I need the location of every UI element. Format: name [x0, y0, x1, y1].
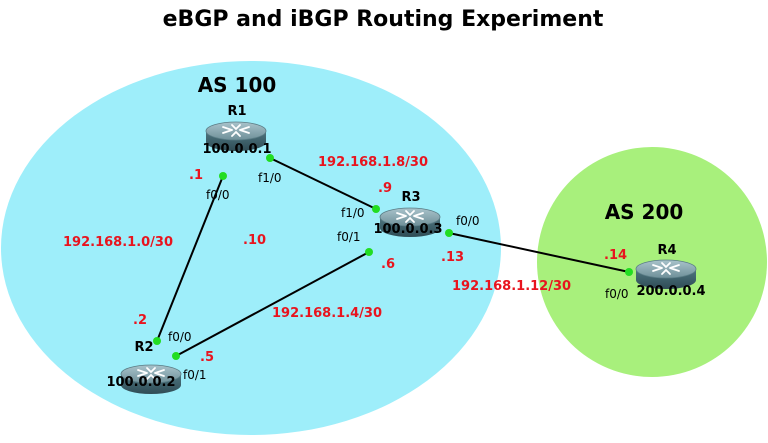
iface-r2-f01: f0/1 — [183, 368, 207, 382]
router-r2-id: 100.0.0.2 — [106, 375, 175, 390]
port-dot-r3-f10 — [372, 205, 380, 213]
as200-label: AS 200 — [605, 200, 684, 224]
port-dot-r2-f01 — [172, 352, 180, 360]
port-dot-r1-f00 — [219, 172, 227, 180]
router-r4-name: R4 — [657, 243, 676, 258]
port-dot-r2-f00 — [153, 337, 161, 345]
router-r1-id: 100.0.0.1 — [202, 142, 271, 157]
router-r3-name: R3 — [401, 190, 420, 205]
iface-r2-f00: f0/0 — [168, 330, 192, 344]
iface-r1-f00: f0/0 — [206, 188, 230, 202]
iface-r3-f00: f0/0 — [456, 214, 480, 228]
link-r2-r3 — [175, 251, 370, 357]
port-dot-r3-f01 — [365, 248, 373, 256]
router-r4-id: 200.0.0.4 — [636, 284, 705, 299]
link-r1-r3 — [269, 157, 377, 210]
octet-r3-f01: .6 — [381, 257, 395, 272]
as100-zone — [1, 61, 501, 435]
iface-r4-f00: f0/0 — [605, 287, 629, 301]
router-r1-name: R1 — [227, 104, 246, 119]
octet-r3-f00: .13 — [441, 250, 464, 265]
subnet-r1-r2: 192.168.1.0/30 — [63, 235, 173, 250]
subnet-r2-r3: 192.168.1.4/30 — [272, 306, 382, 321]
link-r1-r2 — [156, 175, 224, 342]
router-r2-name: R2 — [134, 340, 153, 355]
subnet-r1-r3: 192.168.1.8/30 — [318, 155, 428, 170]
iface-r1-f10: f1/0 — [258, 171, 282, 185]
port-dot-r4-f00 — [625, 268, 633, 276]
port-dot-r3-f00 — [445, 229, 453, 237]
iface-r3-f10: f1/0 — [341, 206, 365, 220]
octet-r4-f00: .14 — [604, 248, 627, 263]
iface-r3-f01: f0/1 — [337, 230, 361, 244]
octet-center: .10 — [243, 233, 266, 248]
octet-r2-f01: .5 — [200, 350, 214, 365]
diagram-title: eBGP and iBGP Routing Experiment — [163, 7, 604, 32]
as100-label: AS 100 — [198, 73, 277, 97]
octet-r3-f10: .9 — [378, 181, 392, 196]
router-r3-id: 100.0.0.3 — [373, 222, 442, 237]
octet-r2-f00: .2 — [133, 313, 147, 328]
subnet-r3-r4: 192.168.1.12/30 — [452, 279, 571, 294]
link-r3-r4 — [448, 232, 630, 273]
octet-r1-f00: .1 — [189, 168, 203, 183]
port-dot-r1-f10 — [266, 154, 274, 162]
